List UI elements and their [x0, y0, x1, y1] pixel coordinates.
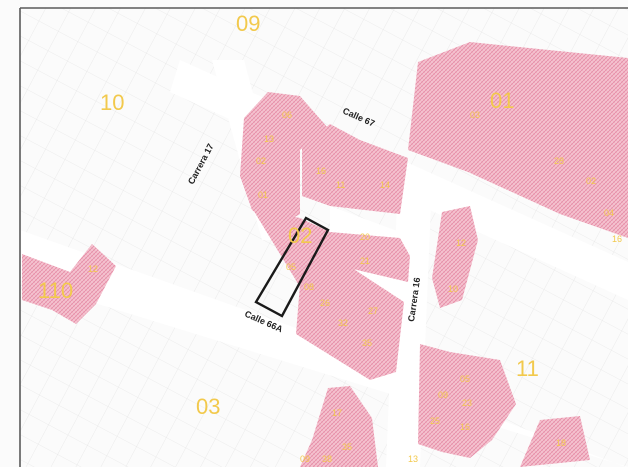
lot-label: 05	[460, 374, 470, 384]
lot-label: 09	[300, 454, 310, 464]
zone-labels: 09 10 01 02 11 03 110	[38, 11, 539, 419]
lot-label: 03	[470, 110, 480, 120]
parcel-block-11[interactable]	[418, 344, 516, 458]
lot-label: 16	[612, 234, 622, 244]
lot-label: 12	[456, 238, 466, 248]
parcel-block-se[interactable]	[520, 416, 590, 467]
lot-label: 23	[462, 398, 472, 408]
lot-label: 12	[88, 264, 98, 274]
lot-label: 32	[338, 318, 348, 328]
lot-label: 02	[256, 156, 266, 166]
lot-label: 35	[342, 442, 352, 452]
lot-label: 13	[408, 454, 418, 464]
zone-label-110: 110	[38, 278, 73, 303]
lot-label: 35	[362, 338, 372, 348]
lot-label: 06	[282, 110, 292, 120]
lot-label: 21	[360, 256, 370, 266]
lot-label: 27	[368, 306, 378, 316]
lot-label: 10	[448, 284, 458, 294]
zone-label-10: 10	[100, 90, 124, 115]
lot-label: 25	[430, 416, 440, 426]
lot-label: 16	[316, 166, 326, 176]
lot-label: 18	[556, 438, 566, 448]
parcel-block-01[interactable]	[408, 42, 628, 238]
zone-label-03: 03	[196, 394, 220, 419]
lot-label: 01	[258, 190, 268, 200]
lot-label: 04	[604, 208, 614, 218]
parcel-block-02-center[interactable]	[252, 208, 410, 320]
lot-label: 11	[336, 180, 345, 190]
parcel-block-02-north[interactable]	[240, 92, 328, 228]
lot-label: 28	[554, 156, 564, 166]
lot-label: 20	[360, 232, 370, 242]
parcels	[22, 42, 628, 467]
zone-label-02: 02	[288, 223, 312, 248]
selected-lot-outline[interactable]	[254, 216, 330, 318]
lot-label: 26	[320, 298, 330, 308]
parcel-block-03[interactable]	[300, 386, 378, 467]
lot-label: 38	[322, 454, 332, 464]
lot-label: 02	[586, 176, 596, 186]
lot-labels: 06 13 02 01 16 11 14 20 21 05 08 26 32 2…	[88, 110, 622, 464]
zone-label-09: 09	[236, 11, 260, 36]
lot-label: 13	[264, 134, 274, 144]
road-calle-66a-band	[20, 230, 420, 396]
parcel-block-12[interactable]	[432, 206, 478, 308]
lot-label: 08	[304, 282, 314, 292]
lot-label: 16	[460, 422, 470, 432]
zone-label-11: 11	[516, 356, 539, 381]
zone-label-01: 01	[490, 88, 514, 113]
lot-label: 09	[438, 390, 448, 400]
parcel-block-110[interactable]	[22, 244, 116, 324]
lot-label: 05	[286, 262, 296, 272]
lot-label: 14	[380, 180, 390, 190]
parcel-block-02-east[interactable]	[302, 124, 408, 214]
lot-label: 17	[332, 408, 342, 418]
parcel-block-02-south[interactable]	[296, 260, 404, 380]
